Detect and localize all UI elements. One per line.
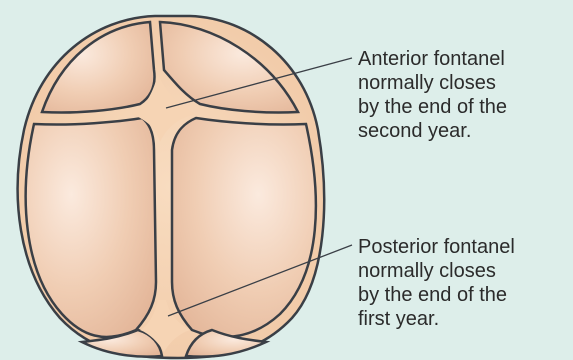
anterior-label-line: Anterior fontanel bbox=[358, 47, 507, 71]
left-parietal-bone bbox=[26, 118, 156, 337]
anterior-label-line: normally closes bbox=[358, 71, 507, 95]
anterior-label-line: second year. bbox=[358, 119, 507, 143]
anterior-fontanel-label: Anterior fontanel normally closes by the… bbox=[358, 47, 507, 143]
posterior-label-line: by the end of the bbox=[358, 283, 515, 307]
posterior-label-line: first year. bbox=[358, 307, 515, 331]
posterior-label-line: Posterior fontanel bbox=[358, 235, 515, 259]
posterior-fontanel-label: Posterior fontanel normally closes by th… bbox=[358, 235, 515, 331]
posterior-label-line: normally closes bbox=[358, 259, 515, 283]
anterior-label-line: by the end of the bbox=[358, 95, 507, 119]
